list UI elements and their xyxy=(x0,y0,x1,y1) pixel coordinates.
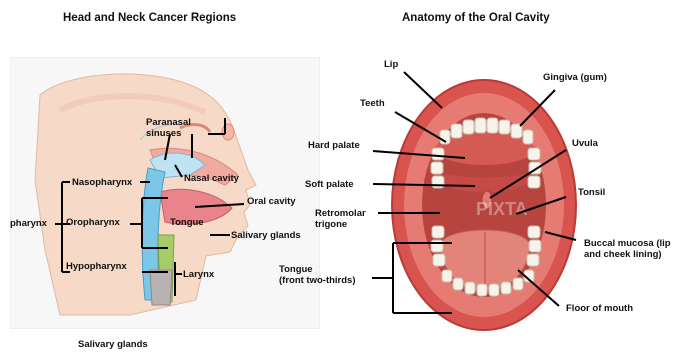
watermark: PIXTA xyxy=(476,199,528,219)
label-uvula: Uvula xyxy=(572,138,598,149)
label-nasal-cavity: Nasal cavity xyxy=(184,173,239,184)
label-soft-palate: Soft palate xyxy=(305,179,354,190)
label-gingiva: Gingiva (gum) xyxy=(543,72,607,83)
label-oral-cavity: Oral cavity xyxy=(247,196,296,207)
label-pharynx: pharynx xyxy=(10,218,47,229)
label-salivary-glands-inner: Salivary glands xyxy=(231,230,301,241)
label-buccal-mucosa: Buccal mucosa (lip and cheek lining) xyxy=(584,238,671,260)
label-paranasal-sinuses: Paranasal sinuses xyxy=(146,117,191,139)
label-hard-palate: Hard palate xyxy=(308,140,360,151)
label-tonsil: Tonsil xyxy=(578,187,605,198)
label-teeth: Teeth xyxy=(360,98,385,109)
label-lip: Lip xyxy=(384,59,398,70)
caption-salivary-glands: Salivary glands xyxy=(78,339,148,350)
label-tongue: Tongue xyxy=(170,217,204,228)
label-nasopharynx: Nasopharynx xyxy=(72,177,132,188)
label-tongue-front: Tongue (front two-thirds) xyxy=(279,264,356,286)
label-floor-of-mouth: Floor of mouth xyxy=(566,303,633,314)
label-larynx: Larynx xyxy=(183,269,214,280)
label-oropharynx: Oropharynx xyxy=(66,217,120,228)
label-hypopharynx: Hypopharynx xyxy=(66,261,127,272)
label-retromolar-trigone: Retromolar trigone xyxy=(315,208,366,230)
head-sagittal-illustration xyxy=(35,74,256,315)
